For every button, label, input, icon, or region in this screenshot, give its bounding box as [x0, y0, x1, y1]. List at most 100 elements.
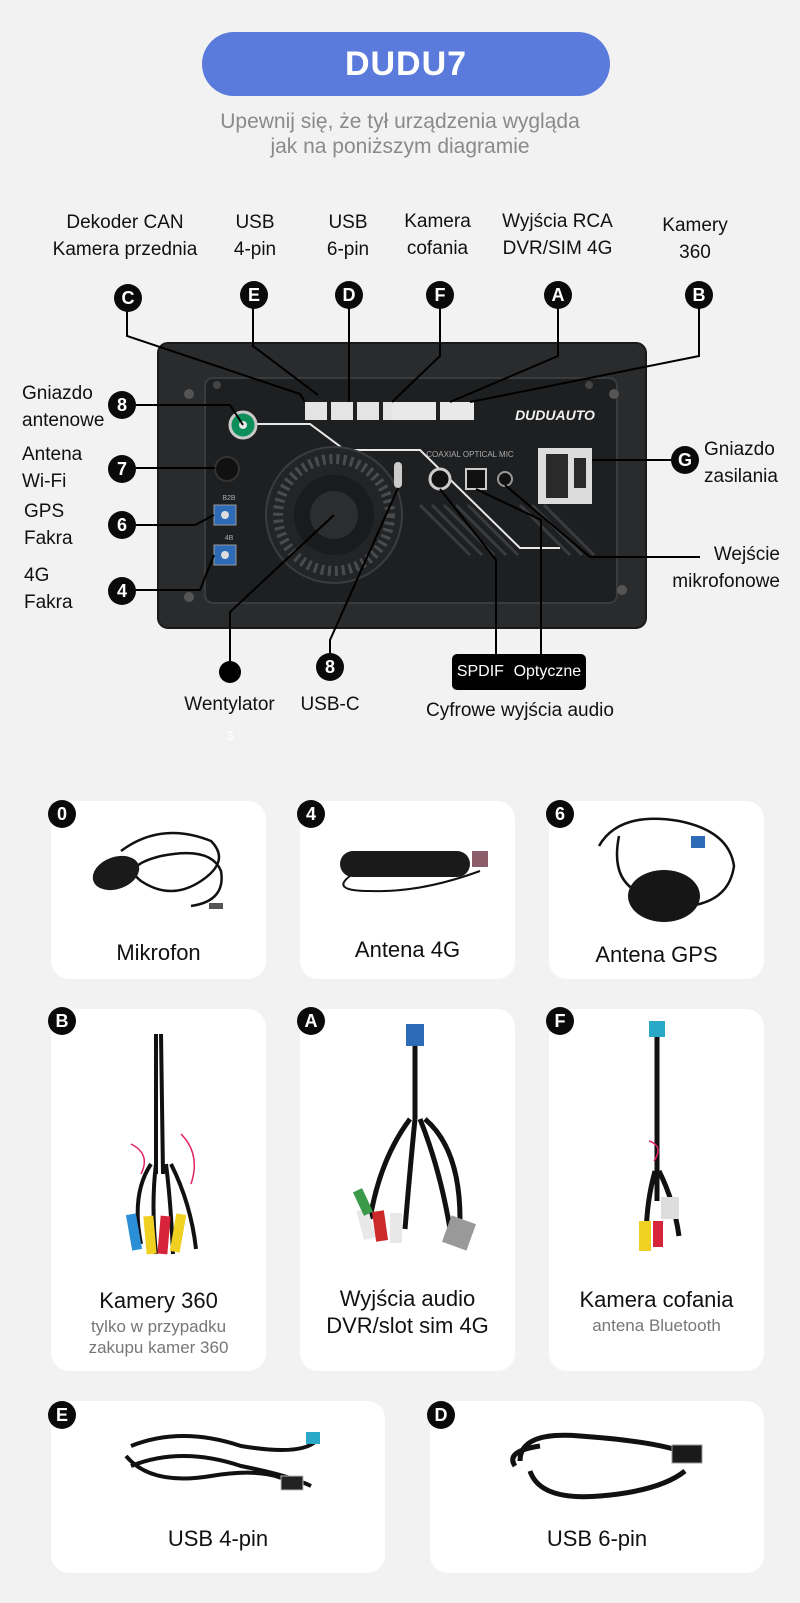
card-title: Antena GPS: [595, 942, 718, 967]
label-rear-camera: Kamera cofania: [390, 208, 485, 262]
card-usb-4pin: USB 4-pin: [51, 1401, 385, 1573]
label-line: Antena: [22, 444, 83, 465]
label-fan: Wentylator: [184, 694, 275, 715]
card-title: Mikrofon: [116, 940, 201, 965]
label-4g-fakra: 4G Fakra: [24, 562, 104, 616]
card-4g-antenna: Antena 4G: [300, 801, 515, 979]
fan-dot-icon: [219, 661, 241, 683]
label-line: 4-pin: [233, 239, 277, 260]
label-line: antenowe: [22, 410, 105, 431]
label-line: Fakra: [24, 528, 73, 549]
label-line: zasilania: [704, 466, 778, 487]
usb-c-port-icon: [394, 462, 402, 488]
card-badge: B: [48, 1007, 76, 1035]
label-line: Kamera: [404, 211, 471, 232]
fakra-4g-code: 4B: [225, 535, 234, 542]
card-title: USB 6-pin: [546, 1526, 648, 1551]
card-title: Antena 4G: [354, 937, 461, 962]
badge-g-power: G: [671, 446, 699, 474]
gps-antenna-icon: [597, 817, 736, 922]
label-line: Gniazdo: [704, 439, 775, 460]
wifi-antenna-icon: [214, 456, 240, 482]
label-line: USB: [328, 212, 368, 233]
card-title: Wyjścia audio: [339, 1286, 476, 1311]
antenna-4g-icon: [340, 851, 488, 893]
card-badge: 4: [297, 800, 325, 828]
coaxial-port-icon: [428, 467, 452, 491]
label-usb-4pin: USB 4-pin: [215, 209, 295, 263]
card-subtitle: antena Bluetooth: [592, 1316, 721, 1335]
card-usb-6pin: USB 6-pin: [430, 1401, 764, 1573]
usb-4pin-cable-icon: [124, 1432, 320, 1491]
card-title: Kamery 360: [99, 1288, 218, 1313]
badge-8-antenna: 8: [108, 391, 136, 419]
card-cameras-360: Kamery 360 tylko w przypadku zakupu kame…: [51, 1009, 266, 1371]
subtitle-line-2: jak na poniższym diagramie: [270, 135, 530, 158]
accent-line: [238, 423, 560, 549]
device-diagram: DUDUAUTO COAXIAL OPTICAL MIC B2B 4B: [126, 300, 700, 683]
digital-audio-box: SPDIF Optyczne: [452, 654, 586, 690]
badge-c: C: [114, 284, 142, 312]
brand-logo: DUDUAUTO: [515, 407, 595, 423]
badge-7-wifi: 7: [108, 455, 136, 483]
card-badge: D: [427, 1401, 455, 1429]
title-pill: DUDU7: [202, 32, 610, 96]
label-usb-6pin: USB 6-pin: [308, 209, 388, 263]
card-subtitle: tylko w przypadku: [90, 1317, 227, 1336]
badge-b: B: [685, 281, 713, 309]
rca-harness-icon: [352, 1024, 477, 1251]
badge-4-4g: 4: [108, 577, 136, 605]
screw-icon: [184, 389, 194, 399]
label-line: Wyjścia RCA: [502, 211, 613, 232]
port-text: COAXIAL OPTICAL MIC: [426, 450, 514, 459]
screw-icon: [184, 592, 194, 602]
label-line: 360: [679, 242, 711, 263]
subtitle-line-1: Upewnij się, że tył urządzenia wygląda: [220, 110, 580, 133]
label-line: Kamery: [662, 215, 728, 236]
screw-icon: [585, 381, 593, 389]
card-subtitle: zakupu kamer 360: [88, 1338, 229, 1357]
label-line: DVR/SIM 4G: [502, 238, 613, 259]
connector-block-right: [392, 402, 474, 420]
badge-8-usbc: 8: [316, 653, 344, 681]
subtitle: Upewnij się, że tył urządzenia wygląda j…: [150, 109, 650, 159]
label-line: USB: [235, 212, 275, 233]
label-fan-sub: 3: [226, 728, 234, 743]
usb-6pin-cable-icon: [510, 1432, 703, 1500]
badge-6-gps: 6: [108, 511, 136, 539]
optical-port-icon: [465, 468, 487, 490]
card-audio-outputs: Wyjścia audio DVR/slot sim 4G: [300, 1009, 515, 1371]
card-badge: 0: [48, 800, 76, 828]
label-can-decoder: Dekoder CAN Kamera przednia: [40, 209, 210, 263]
card-microphone: Mikrofon: [51, 801, 266, 979]
label-line: 6-pin: [326, 239, 370, 260]
label-line: Wi-Fi: [22, 471, 67, 492]
card-badge: F: [546, 1007, 574, 1035]
camera-360-harness-icon: [125, 1033, 198, 1255]
label-power-socket: Gniazdo zasilania: [704, 436, 794, 490]
badge-e: E: [240, 281, 268, 309]
label-usb-c: USB-C: [300, 694, 360, 715]
label-line: GPS: [24, 501, 65, 522]
card-title: Kamera cofania: [579, 1287, 734, 1312]
card-badge: A: [297, 1007, 325, 1035]
label-line: Dekoder CAN: [66, 212, 184, 233]
label-line: Kamera przednia: [52, 239, 198, 260]
label-digital-audio: Cyfrowe wyjścia audio: [426, 700, 614, 721]
badge-a: A: [544, 281, 572, 309]
card-badge: 6: [546, 800, 574, 828]
label-line: 4G: [24, 565, 50, 586]
badge-f: F: [426, 281, 454, 309]
label-optical: Optyczne: [513, 663, 582, 680]
label-spdif: SPDIF: [456, 663, 504, 680]
fakra-gps-code: B2B: [222, 495, 236, 502]
screw-icon: [609, 389, 619, 399]
screw-icon: [213, 381, 221, 389]
label-line: cofania: [406, 238, 469, 259]
power-connector: [538, 448, 592, 504]
card-gps-antenna: Antena GPS: [549, 801, 764, 979]
label-gps-fakra: GPS Fakra: [24, 498, 104, 552]
label-line: Fakra: [24, 592, 73, 613]
label-rca-outputs: Wyjścia RCA DVR/SIM 4G: [490, 208, 625, 262]
microphone-icon: [92, 831, 223, 909]
